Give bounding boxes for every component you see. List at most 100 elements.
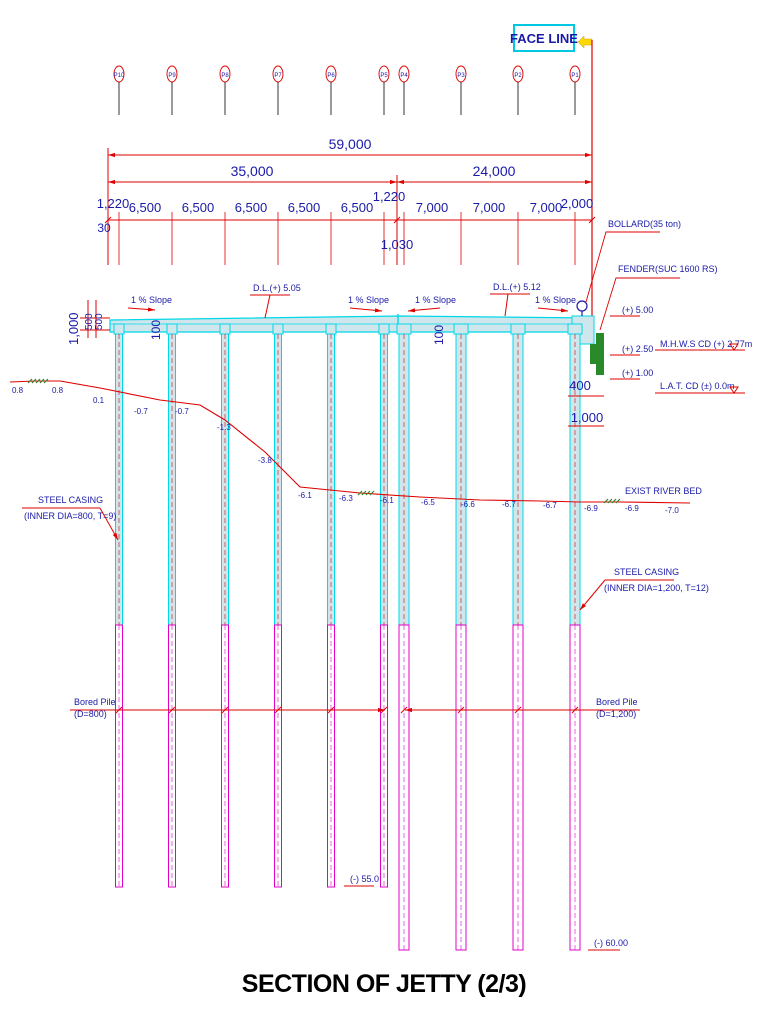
pile-cap — [219, 323, 231, 335]
pile-label-text: P6 — [327, 73, 335, 79]
bored-pile-left-spec: (D=800) — [74, 709, 107, 719]
fender: FENDER(SUC 1600 RS) — [590, 264, 718, 375]
lat-water-icon — [729, 386, 739, 394]
right-levels: (+) 5.00 (+) 2.50 (+) 1.00 M.H.W.S CD (+… — [568, 305, 752, 427]
pile-label-p10: P10 — [113, 65, 125, 115]
lvl-250: (+) 2.50 — [622, 344, 653, 354]
riverbed-level: 0.8 — [12, 386, 24, 395]
pile-cap — [325, 323, 337, 335]
pile-label-text: P3 — [457, 73, 465, 79]
dim-1000-deck: 1,000 — [66, 312, 81, 345]
steel-casing-right-spec: (INNER DIA=1,200, T=12) — [604, 583, 709, 593]
pile-label-text: P5 — [380, 73, 388, 79]
pile-label-p5: P5 — [378, 65, 390, 115]
riverbed-level: 0.1 — [93, 396, 105, 405]
lvl-100: (+) 1.00 — [622, 368, 653, 378]
riverbed-level: -6.1 — [298, 491, 312, 500]
dim-tick-slash — [393, 216, 401, 224]
deck-labels: 1 % Slope D.L.(+) 5.05 1 % Slope 1 % Slo… — [127, 282, 576, 319]
dl-left: D.L.(+) 5.05 — [253, 283, 301, 293]
dim-500b: 500 — [94, 313, 105, 330]
dim-1030: 1,030 — [381, 237, 414, 252]
pile-label-text: P8 — [221, 73, 229, 79]
bored-pile-tick — [514, 706, 522, 714]
pile-cap — [567, 323, 583, 335]
tip-left: (-) 55.0 — [350, 874, 379, 884]
mhws-label: M.H.W.S CD (+) 2.77m — [660, 339, 752, 349]
bored-pile-tick — [571, 706, 579, 714]
pile-label-text: P10 — [114, 73, 125, 79]
pile-cap — [166, 323, 178, 335]
bored-pile-tick — [327, 706, 335, 714]
bored-pile-tick — [168, 706, 176, 714]
drawing-title: SECTION OF JETTY (2/3) — [241, 970, 527, 998]
piles — [115, 333, 581, 951]
pile-cap — [510, 323, 526, 335]
deck-thickness-dims: 1,000 500 500 100 100 — [66, 300, 446, 345]
bollard-label: BOLLARD(35 ton) — [608, 219, 681, 229]
bored-pile-tick — [115, 706, 123, 714]
lvl-500: (+) 5.00 — [622, 305, 653, 315]
dim-1220-mid: 1,220 — [373, 189, 406, 204]
slope-label-3: 1 % Slope — [415, 295, 456, 305]
tip-right: (-) 60.00 — [594, 938, 628, 948]
tip-levels: (-) 55.0 (-) 60.00 — [344, 874, 628, 951]
pile-p7 — [274, 333, 282, 888]
bored-pile-tick — [457, 706, 465, 714]
fender-label: FENDER(SUC 1600 RS) — [618, 264, 718, 274]
bored-pile-right: Bored Pile — [596, 697, 638, 707]
spacing-6500: 6,500 — [288, 200, 321, 215]
pile-p1 — [569, 333, 581, 951]
dl-right: D.L.(+) 5.12 — [493, 282, 541, 292]
bollard: BOLLARD(35 ton) — [576, 219, 681, 316]
dim-1000-right: 1,000 — [571, 410, 604, 425]
spacing-7000: 7,000 — [530, 200, 563, 215]
bored-pile-left: Bored Pile — [74, 697, 116, 707]
riverbed-level: -6.9 — [584, 504, 598, 513]
ground-hatch-icon-2 — [357, 490, 375, 496]
bollard-icon — [576, 300, 588, 312]
fender-icon — [596, 333, 604, 375]
exist-river-bed-label: EXIST RIVER BED — [625, 486, 702, 496]
dim-right-span: 24,000 — [473, 163, 516, 179]
bored-pile-tick — [221, 706, 229, 714]
dim-500a: 500 — [84, 313, 95, 330]
riverbed-level: -6.7 — [502, 500, 516, 509]
lat-label: L.A.T. CD (±) 0.0m — [660, 381, 734, 391]
pile-p10 — [115, 333, 123, 888]
pile-label-p4: P4 — [398, 65, 410, 115]
steel-casing-left-spec: (INNER DIA=800, T=9) — [24, 511, 116, 521]
pile-cap — [453, 323, 469, 335]
ground-hatch-icon — [27, 378, 49, 384]
pile-p3 — [455, 333, 467, 951]
pile-label-p1: P1 — [569, 65, 581, 115]
face-line-marker: FACE LINE — [510, 24, 593, 340]
dimension-ticks — [104, 212, 596, 265]
spacing-7000: 7,000 — [473, 200, 506, 215]
pile-label-p3: P3 — [455, 65, 467, 115]
slope-label-1: 1 % Slope — [131, 295, 172, 305]
dim-1220-left: 1,220 — [97, 196, 130, 211]
slope-label-2: 1 % Slope — [348, 295, 389, 305]
bored-pile-ticks — [115, 706, 579, 714]
pile-label-p6: P6 — [325, 65, 337, 115]
dimension-lines — [107, 148, 592, 265]
riverbed-level: -0.7 — [175, 407, 189, 416]
spacing-6500: 6,500 — [182, 200, 215, 215]
dim-400: 400 — [569, 378, 591, 393]
pile-p2 — [512, 333, 524, 951]
bored-pile-right-spec: (D=1,200) — [596, 709, 636, 719]
pile-label-text: P4 — [400, 73, 408, 79]
riverbed-level: -6.5 — [421, 498, 435, 507]
dim-tick-slash — [104, 216, 112, 224]
riverbed-level: 0.8 — [52, 386, 64, 395]
bored-pile-tick — [400, 706, 408, 714]
pile-label-p8: P8 — [219, 65, 231, 115]
bored-pile-callouts: Bored Pile (D=800) Bored Pile (D=1,200) — [70, 697, 640, 719]
ground-hatch-icon-3 — [603, 498, 621, 504]
riverbed-level: -6.6 — [461, 500, 475, 509]
